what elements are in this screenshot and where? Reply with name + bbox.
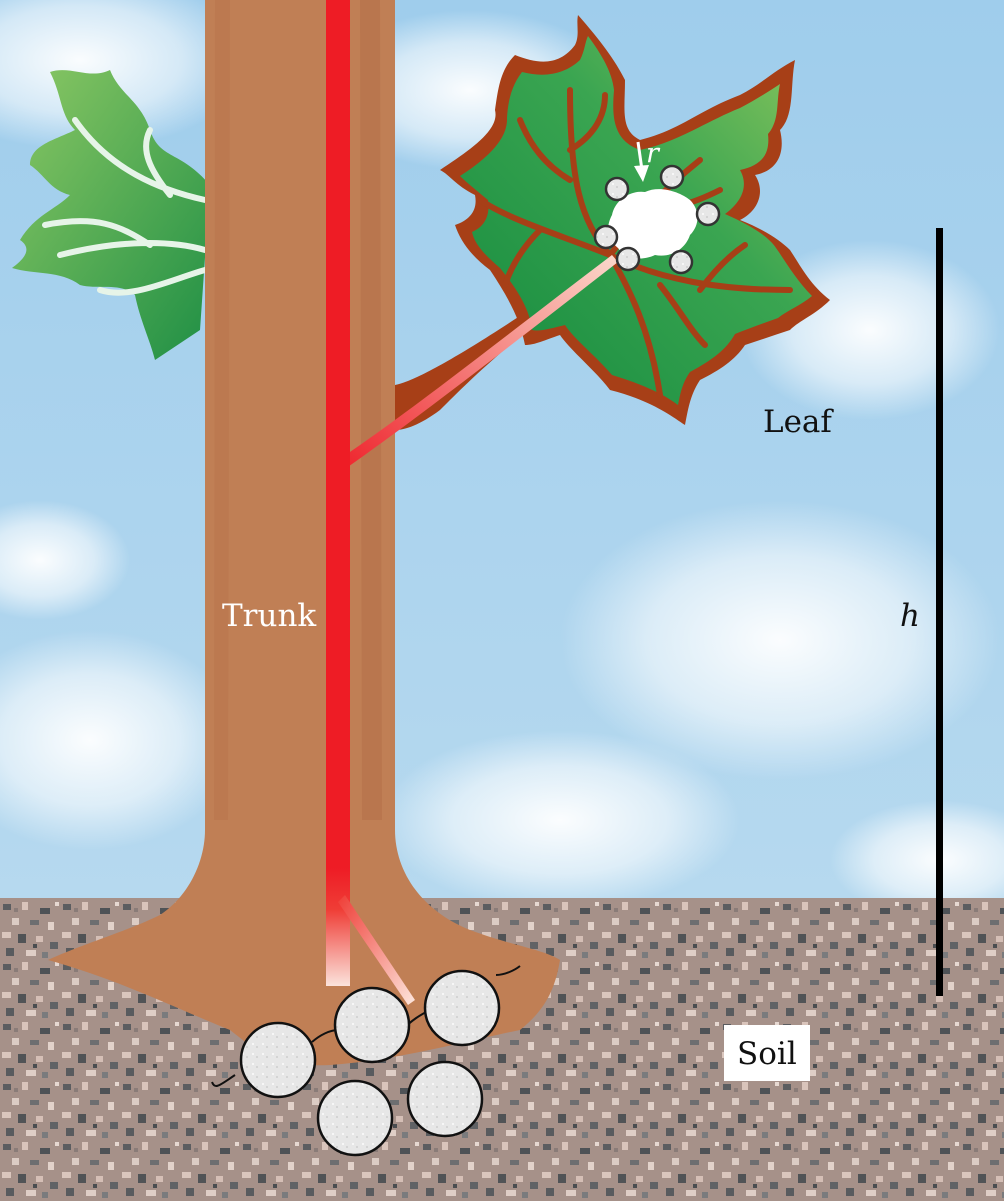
xylem-trunk xyxy=(326,0,350,986)
xylem-root xyxy=(338,895,415,1005)
xylem-branch xyxy=(326,255,618,478)
soil-label: Soil xyxy=(737,1036,797,1072)
height-bar xyxy=(936,228,943,996)
background-leaf xyxy=(12,70,210,360)
height-label: h xyxy=(900,598,920,634)
leaf-pore-circles xyxy=(593,164,721,275)
trunk xyxy=(48,0,560,1066)
radius-arrow xyxy=(634,141,649,182)
soil-label-box xyxy=(724,1025,810,1081)
stoma xyxy=(593,141,721,275)
leaf-label: Leaf xyxy=(763,404,834,440)
radius-label: r xyxy=(646,138,661,169)
soil-particles xyxy=(211,965,521,1157)
trunk-label: Trunk xyxy=(222,598,316,634)
